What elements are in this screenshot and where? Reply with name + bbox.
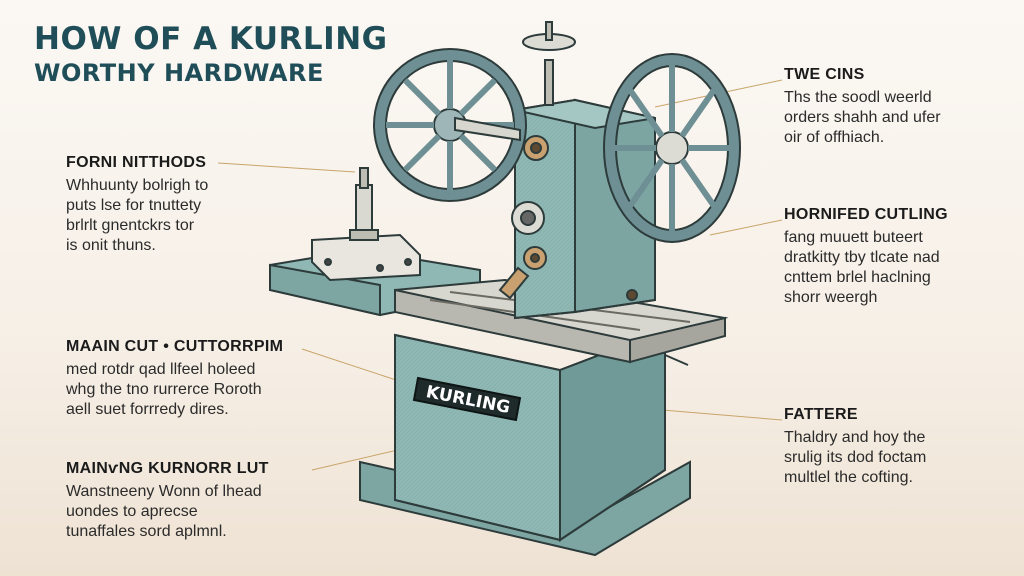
left-handwheel — [373, 48, 527, 202]
machine-base — [359, 328, 691, 557]
right-handwheel — [603, 53, 741, 243]
annotation-heading: FATTERE — [784, 406, 858, 423]
page-title: HOW OF A KURLING WORTHY HARDWARE — [34, 22, 388, 88]
annotation-left-1: FORNI NITTHODS Whhuunty bolrigh to puts … — [66, 154, 208, 256]
title-line-1: HOW OF A KURLING — [34, 21, 388, 57]
annotation-heading: HORNIFED CUTLING — [784, 206, 948, 223]
title-line-2: WORTHY HARDWARE — [34, 59, 324, 87]
annotation-body: fang muuett buteert dratkitty tby tlcate… — [784, 229, 940, 306]
annotation-left-2: MAAIN CUT • CUTTORRPIM med rotdr qad llf… — [66, 338, 283, 420]
carriage — [394, 278, 729, 366]
annotation-left-3: MAINѵNG KURNORR LUT Wanstneeny Wonn of l… — [66, 460, 269, 542]
annotation-body: Wanstneeny Wonn of lhead uondes to aprec… — [66, 483, 262, 540]
annotation-body: Whhuunty bolrigh to puts lѕe for tnuttet… — [66, 177, 209, 254]
annotation-body: Thaldry and hoy the srulig its dod focta… — [784, 429, 927, 486]
main-column — [498, 21, 656, 320]
annotation-heading: FORNI NITTHODS — [66, 154, 207, 171]
annotation-right-1: TWE CINS Ths the soodl weerld orders sha… — [784, 66, 941, 148]
annotation-right-2: HORNIFED CUTLING fang muuett buteert dra… — [784, 206, 948, 308]
annotation-heading: MAINѵNG KURNORR LUT — [66, 460, 269, 477]
annotation-heading: TWE CINS — [784, 66, 865, 83]
annotation-right-3: FATTERE Thaldry and hoy the srulig its d… — [784, 406, 926, 488]
annotation-heading: MAAIN CUT • CUTTORRPIM — [66, 338, 284, 355]
annotation-body: Ths the soodl weerld orders shahh and uf… — [784, 89, 941, 146]
annotation-body: med rotdr qad llfeel holeed whg the tno … — [66, 361, 262, 418]
